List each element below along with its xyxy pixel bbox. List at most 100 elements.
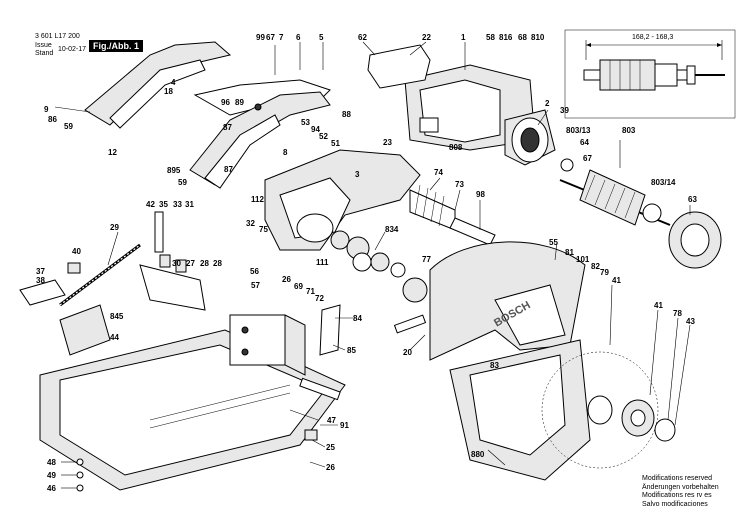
part-label: 59 xyxy=(64,122,73,131)
part-label: 77 xyxy=(422,255,431,264)
part-label: 4 xyxy=(171,78,176,87)
part-label: 3 xyxy=(355,170,360,179)
part-label: 99 xyxy=(256,33,265,42)
part-label: 803 xyxy=(622,126,636,135)
part-label: 51 xyxy=(331,139,340,148)
part-label: 30 xyxy=(172,259,181,268)
part-label: 86 xyxy=(48,115,57,124)
part-label: 26 xyxy=(282,275,291,284)
part-label: 98 xyxy=(476,190,485,199)
part-label: 18 xyxy=(164,87,173,96)
gear-set xyxy=(330,230,428,303)
part-label: 803/14 xyxy=(651,178,676,187)
part-label: 43 xyxy=(686,317,695,326)
small-parts xyxy=(76,211,427,492)
part-label: 58 xyxy=(486,33,495,42)
part-label: 810 xyxy=(531,33,545,42)
part-label: 84 xyxy=(353,314,362,323)
part-label: 20 xyxy=(403,348,412,357)
part-label: 79 xyxy=(600,268,609,277)
part-label: 72 xyxy=(315,294,324,303)
cutting-disc xyxy=(541,351,676,469)
part-label: 32 xyxy=(246,219,255,228)
part-label: 33 xyxy=(173,200,182,209)
note-line: Salvo modificaciones xyxy=(642,500,708,508)
handle-assembly xyxy=(84,41,331,189)
part-label: 59 xyxy=(178,178,187,187)
part-label: 88 xyxy=(342,110,351,119)
figure-label: Fig./Abb. 1 xyxy=(89,40,143,52)
part-label: 57 xyxy=(251,281,260,290)
part-label: 44 xyxy=(110,333,119,342)
part-label: 1 xyxy=(461,33,466,42)
part-label: 845 xyxy=(110,312,124,321)
part-label: 53 xyxy=(301,118,310,127)
armature-dimension-text: 168,2 - 168,3 xyxy=(632,34,673,41)
part-label: 803/13 xyxy=(566,126,591,135)
blade-guard: BOSCH xyxy=(429,241,591,481)
part-label: 96 xyxy=(221,98,230,107)
part-label: 91 xyxy=(340,421,349,430)
part-label: 63 xyxy=(688,195,697,204)
note-line: Modifications reserved xyxy=(642,475,713,482)
part-label: 67 xyxy=(266,33,275,42)
part-label: 55 xyxy=(549,238,558,247)
part-label: 35 xyxy=(159,200,168,209)
part-label: 38 xyxy=(36,276,45,285)
part-label: 62 xyxy=(358,33,367,42)
issue-label: Issue xyxy=(35,42,52,49)
part-label: 40 xyxy=(72,247,81,256)
part-label: 48 xyxy=(47,458,56,467)
part-number-labels: 9 86 59 4 6 5 99 67 7 62 22 1 58 816 68 … xyxy=(36,33,697,493)
part-label: 9 xyxy=(44,105,49,114)
part-label: 834 xyxy=(385,225,399,234)
part-label: 74 xyxy=(434,168,443,177)
part-label: 2 xyxy=(545,99,550,108)
part-label: 94 xyxy=(311,125,320,134)
vise-assembly xyxy=(19,243,206,356)
part-label: 808 xyxy=(449,143,463,152)
part-label: 41 xyxy=(612,276,621,285)
part-label: 75 xyxy=(259,225,268,234)
note-line: Änderungen vorbehalten xyxy=(642,483,719,491)
part-label: 67 xyxy=(583,154,592,163)
part-label: 68 xyxy=(518,33,527,42)
armature-dimension-detail: 168,2 - 168,3 xyxy=(564,29,736,119)
part-label: 41 xyxy=(654,301,663,310)
part-label: 12 xyxy=(108,148,117,157)
part-label: 26 xyxy=(326,463,335,472)
part-label: 78 xyxy=(673,309,682,318)
part-label: 69 xyxy=(294,282,303,291)
part-label: 56 xyxy=(250,267,259,276)
part-label: 87 xyxy=(223,123,232,132)
part-label: 42 xyxy=(146,200,155,209)
part-label: 112 xyxy=(251,195,264,204)
part-label: 31 xyxy=(185,200,194,209)
stand-label: Stand xyxy=(35,50,54,57)
part-label: 7 xyxy=(279,33,284,42)
part-label: 880 xyxy=(471,450,485,459)
part-label: 81 xyxy=(565,248,574,257)
note-line: Modifications res rv es xyxy=(642,492,712,499)
part-label: 87 xyxy=(224,165,233,174)
part-label: 27 xyxy=(186,259,195,268)
gear-housing xyxy=(264,149,496,251)
motor-housing xyxy=(367,44,556,166)
part-label: 28 xyxy=(200,259,209,268)
part-label: 64 xyxy=(580,138,589,147)
part-label: 71 xyxy=(306,287,315,296)
part-label: 83 xyxy=(490,361,499,370)
part-label: 85 xyxy=(347,346,356,355)
part-label: 25 xyxy=(326,443,335,452)
base-plate xyxy=(39,314,346,491)
part-label: 28 xyxy=(213,259,222,268)
part-label: 8 xyxy=(283,148,288,157)
part-label: 89 xyxy=(235,98,244,107)
part-label: 52 xyxy=(319,132,328,141)
part-label: 47 xyxy=(327,416,336,425)
part-label: 82 xyxy=(591,262,600,271)
part-label: 29 xyxy=(110,223,119,232)
part-label: 895 xyxy=(167,166,181,175)
